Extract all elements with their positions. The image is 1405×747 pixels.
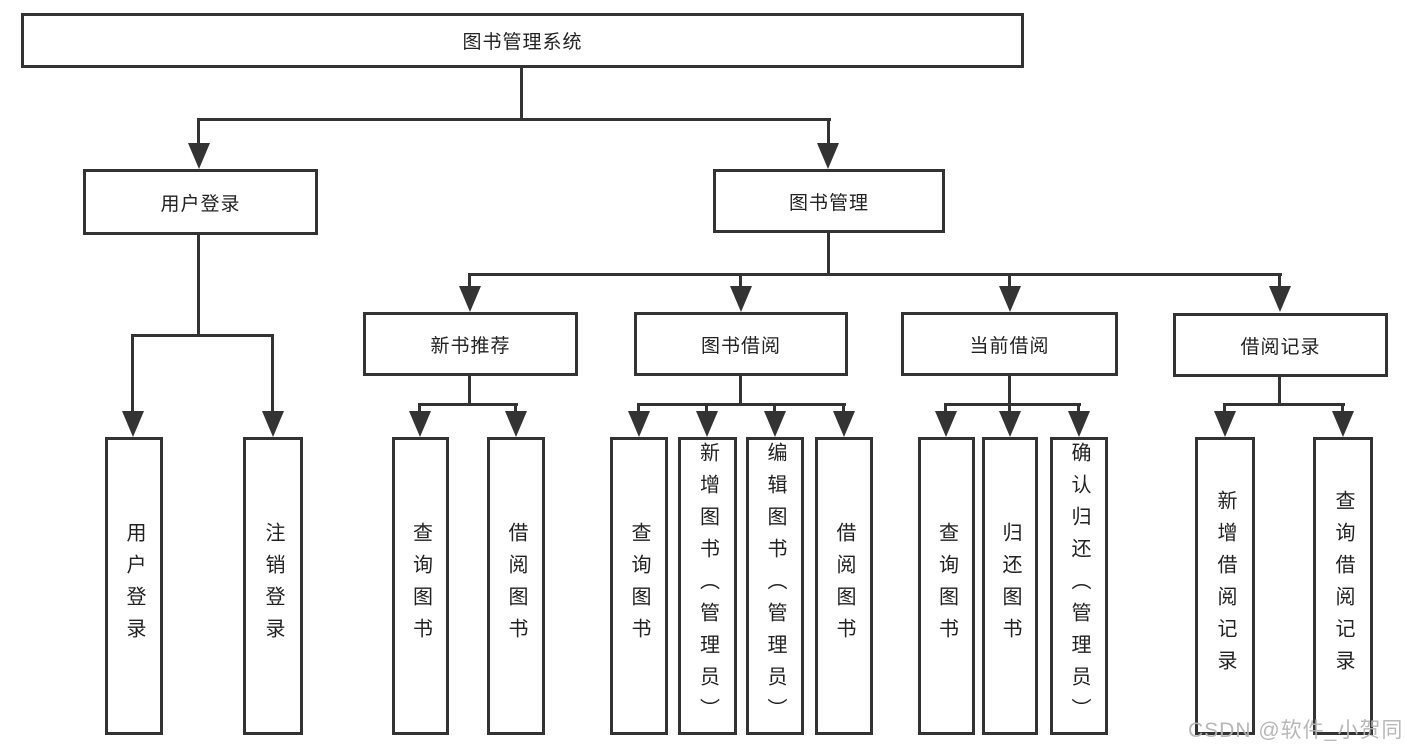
node-book-borrowing-label: 图书借阅 <box>700 335 781 357</box>
leaf-bb-edit-book-admin-label: 编辑图书（管理员） <box>764 442 786 730</box>
connector-vline-to-current-borrow <box>1008 273 1011 288</box>
leaf-rec-borrow-books: 借阅图书 <box>487 437 545 735</box>
arrowhead-down-icon <box>409 411 431 437</box>
connector-vline-leaf <box>773 403 776 414</box>
leaf-cb-return-books: 归还图书 <box>982 437 1038 735</box>
node-library-system-label: 图书管理系统 <box>462 32 583 53</box>
node-user-login: 用户登录 <box>83 169 318 235</box>
connector-vline-new-book-rec-stem <box>468 376 471 405</box>
leaf-bb-borrow-books: 借阅图书 <box>815 437 873 735</box>
leaf-bb-add-book-admin: 新增图书（管理员） <box>678 437 737 735</box>
arrowhead-down-icon <box>459 286 481 312</box>
node-user-login-label: 用户登录 <box>160 193 241 215</box>
leaf-rec-query-books: 查询图书 <box>392 437 449 735</box>
arrowhead-down-icon <box>730 286 752 312</box>
arrowhead-down-icon <box>1332 411 1354 437</box>
connector-hline-rec-group <box>418 403 518 406</box>
connector-hline-bb-group <box>637 403 846 406</box>
leaf-rec-query-books-label: 查询图书 <box>409 522 432 650</box>
connector-vline-leaf <box>418 403 421 414</box>
connector-hline-user-login-group <box>131 334 274 337</box>
arrowhead-down-icon <box>935 411 957 437</box>
connector-vline-to-leaf-logout <box>271 334 274 413</box>
arrowhead-down-icon <box>188 143 210 169</box>
connector-vline-to-book-mgmt <box>827 118 830 145</box>
leaf-br-query-record-label: 查询借阅记录 <box>1332 490 1354 682</box>
connector-vline-borrow-record-stem <box>1278 377 1281 405</box>
arrowhead-down-icon <box>628 411 650 437</box>
leaf-logout: 注销登录 <box>243 437 303 735</box>
leaf-br-add-record-label: 新增借阅记录 <box>1214 490 1236 682</box>
connector-vline-root <box>520 68 523 120</box>
connector-vline-leaf <box>944 403 947 414</box>
leaf-rec-borrow-books-label: 借阅图书 <box>505 522 527 650</box>
leaf-br-add-record: 新增借阅记录 <box>1195 437 1255 735</box>
leaf-logout-label: 注销登录 <box>262 522 284 650</box>
connector-vline-to-borrow-record <box>1278 273 1281 288</box>
leaf-bb-borrow-books-label: 借阅图书 <box>833 522 855 650</box>
connector-vline-leaf <box>842 403 845 414</box>
node-new-book-recommend: 新书推荐 <box>363 312 578 376</box>
connector-vline-to-user-login <box>197 118 200 145</box>
arrowhead-down-icon <box>833 411 855 437</box>
arrowhead-down-icon <box>817 143 839 169</box>
leaf-user-login-label: 用户登录 <box>123 522 145 650</box>
arrowhead-down-icon <box>1068 411 1090 437</box>
node-book-management-label: 图书管理 <box>788 192 869 214</box>
connector-vline-leaf <box>514 403 517 414</box>
node-new-book-recommend-label: 新书推荐 <box>430 335 511 357</box>
connector-hline-level2 <box>468 273 1282 276</box>
leaf-cb-confirm-return-admin-label: 确认归还（管理员） <box>1068 442 1090 730</box>
leaf-cb-return-books-label: 归还图书 <box>999 522 1021 650</box>
leaf-user-login: 用户登录 <box>105 437 163 735</box>
connector-vline-to-new-book-rec <box>468 273 471 288</box>
arrowhead-down-icon <box>505 411 527 437</box>
arrowhead-down-icon <box>122 411 144 437</box>
node-current-borrowing-label: 当前借阅 <box>969 335 1050 357</box>
arrowhead-down-icon <box>999 286 1021 312</box>
arrowhead-down-icon <box>1269 286 1291 312</box>
connector-vline-to-leaf-user-login <box>131 334 134 413</box>
watermark: CSDN @软件_小贺同学 <box>1188 719 1404 742</box>
leaf-bb-edit-book-admin: 编辑图书（管理员） <box>746 437 804 735</box>
arrowhead-down-icon <box>696 411 718 437</box>
connector-vline-leaf <box>1077 403 1080 414</box>
leaf-bb-add-book-admin-label: 新增图书（管理员） <box>696 442 719 730</box>
connector-vline-user-login-stem <box>197 235 200 337</box>
connector-vline-book-borrow-stem <box>739 376 742 405</box>
connector-vline-leaf <box>705 403 708 414</box>
arrowhead-down-icon <box>262 411 284 437</box>
arrowhead-down-icon <box>764 411 786 437</box>
leaf-bb-query-books-label: 查询图书 <box>628 522 650 650</box>
node-book-management: 图书管理 <box>713 169 945 233</box>
connector-hline-br-group <box>1223 403 1345 406</box>
node-book-borrowing: 图书借阅 <box>634 312 848 376</box>
leaf-cb-confirm-return-admin: 确认归还（管理员） <box>1050 437 1108 735</box>
node-borrowing-records: 借阅记录 <box>1173 313 1388 377</box>
connector-vline-leaf <box>1341 403 1344 414</box>
connector-vline-current-borrow-stem <box>1008 376 1011 405</box>
connector-hline-level1 <box>197 118 831 121</box>
connector-vline-to-book-borrow <box>739 273 742 288</box>
leaf-bb-query-books: 查询图书 <box>610 437 668 735</box>
node-borrowing-records-label: 借阅记录 <box>1240 336 1321 358</box>
connector-vline-leaf <box>1008 403 1011 414</box>
arrowhead-down-icon <box>999 411 1021 437</box>
node-library-system: 图书管理系统 <box>21 13 1024 68</box>
connector-hline-cb-group <box>944 403 1081 406</box>
leaf-br-query-record: 查询借阅记录 <box>1313 437 1373 735</box>
leaf-cb-query-books-label: 查询图书 <box>935 522 958 650</box>
node-current-borrowing: 当前借阅 <box>901 312 1118 376</box>
leaf-cb-query-books: 查询图书 <box>918 437 975 735</box>
connector-vline-book-mgmt-stem <box>827 233 830 276</box>
connector-vline-leaf <box>1223 403 1226 414</box>
connector-vline-leaf <box>637 403 640 414</box>
arrowhead-down-icon <box>1214 411 1236 437</box>
